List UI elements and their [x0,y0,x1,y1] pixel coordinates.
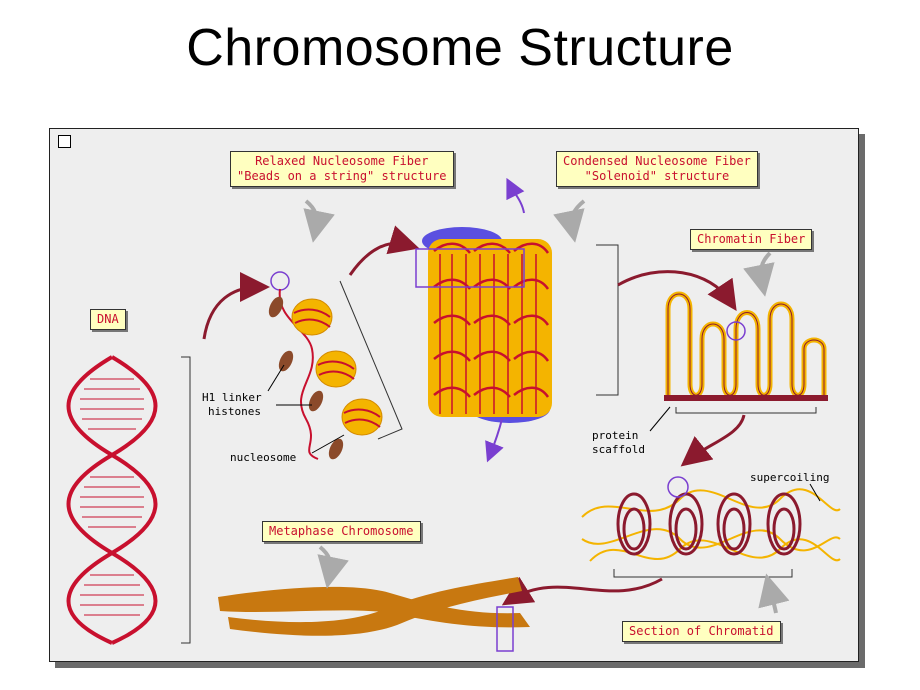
chromatid-section [581,476,841,578]
dna-bracket [181,356,191,644]
beads-bracket [339,280,403,440]
h1-linker-line2: histones [208,405,261,418]
condensed-fiber-label: Condensed Nucleosome Fiber "Solenoid" st… [556,151,758,187]
page-title: Chromosome Structure [186,19,734,77]
arrow-fiber-to-chromatid [680,414,746,467]
dna-label: DNA [90,309,126,330]
diagram-panel: DNA Relaxed Nucleosome Fiber "Beads on a… [49,128,859,662]
checkbox-icon [58,135,71,148]
nucleosome-text: nucleosome [230,451,297,464]
h1-linker-annotation: H1 linker histones [202,391,262,419]
dna-helix [66,355,158,645]
solenoid-bracket [596,244,619,396]
supercoiling-annotation: supercoiling [750,471,829,485]
chromatid-section-label-text: Section of Chromatid [629,624,774,638]
arrow-chromatid-to-metaphase [501,576,663,606]
solenoid-fiber [415,177,552,463]
beads-on-string [267,271,383,460]
relaxed-fiber-label-line2: "Beads on a string" structure [237,169,447,183]
metaphase-chromosome [218,577,530,652]
relaxed-fiber-label-line1: Relaxed Nucleosome Fiber [255,154,429,168]
relaxed-fiber-label: Relaxed Nucleosome Fiber "Beads on a str… [230,151,454,187]
metaphase-chromosome-label-text: Metaphase Chromosome [269,524,414,538]
chromatid-section-label: Section of Chromatid [622,621,781,642]
h1-linker-line1: H1 linker [202,391,262,404]
protein-scaffold-line2: scaffold [592,443,645,456]
label-pointers [303,199,790,614]
supercoiling-text: supercoiling [750,471,830,484]
protein-scaffold-annotation: protein scaffold [592,429,645,457]
arrow-solenoid-to-fiber [617,270,737,311]
diagram-graphics [66,177,841,652]
chromatin-fiber-label-text: Chromatin Fiber [697,232,806,246]
arrow-beads-to-solenoid [348,225,420,276]
condensed-fiber-label-line2: "Solenoid" structure [584,169,730,183]
dna-label-text: DNA [97,312,119,326]
protein-scaffold-line1: protein [592,429,639,442]
condensed-fiber-label-line1: Condensed Nucleosome Fiber [563,154,751,168]
chromatin-fiber [649,291,828,432]
chromatin-fiber-label: Chromatin Fiber [690,229,813,250]
metaphase-chromosome-label: Metaphase Chromosome [262,521,421,542]
arrow-dna-to-beads [202,272,270,340]
nucleosome-annotation: nucleosome [230,451,296,465]
